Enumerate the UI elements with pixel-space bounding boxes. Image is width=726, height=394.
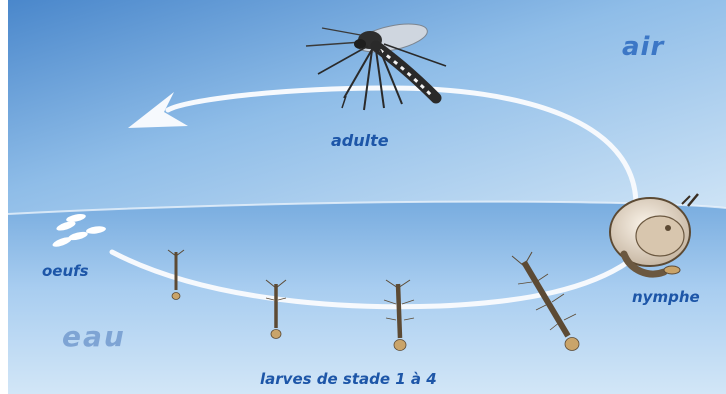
label-eau: eau bbox=[62, 320, 126, 353]
label-nymphe: nymphe bbox=[632, 288, 700, 306]
label-air: air bbox=[622, 32, 664, 62]
label-larves: larves de stade 1 à 4 bbox=[260, 370, 437, 388]
label-oeufs: oeufs bbox=[42, 262, 89, 280]
left-border bbox=[0, 0, 8, 394]
label-adulte: adulte bbox=[331, 131, 389, 150]
